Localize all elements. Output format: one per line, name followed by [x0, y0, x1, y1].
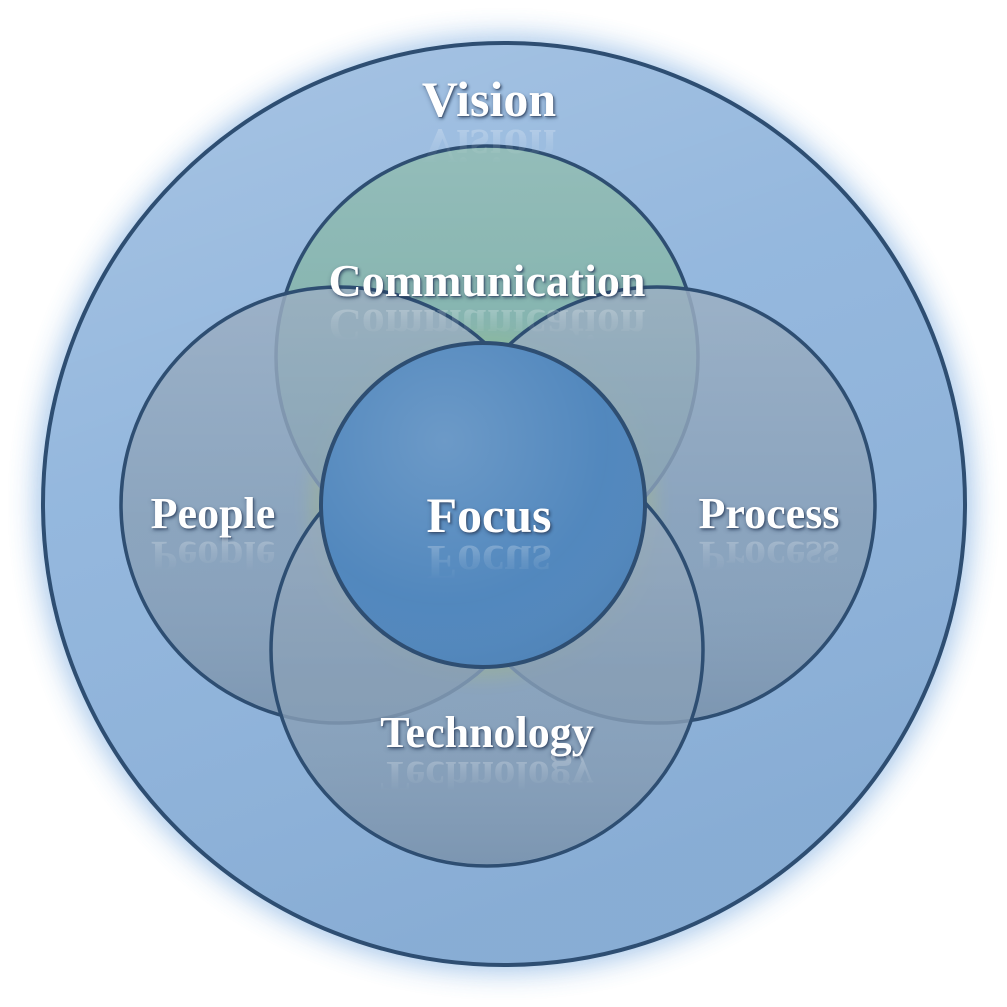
label-focus[interactable]: Focus: [426, 487, 552, 543]
label-technology[interactable]: Technology: [380, 708, 594, 757]
label-process[interactable]: Process: [698, 489, 840, 538]
center-circle-focus[interactable]: [319, 341, 647, 669]
label-communication[interactable]: Communication: [328, 255, 646, 306]
label-vision[interactable]: Vision: [421, 71, 557, 127]
label-people[interactable]: People: [150, 489, 276, 538]
